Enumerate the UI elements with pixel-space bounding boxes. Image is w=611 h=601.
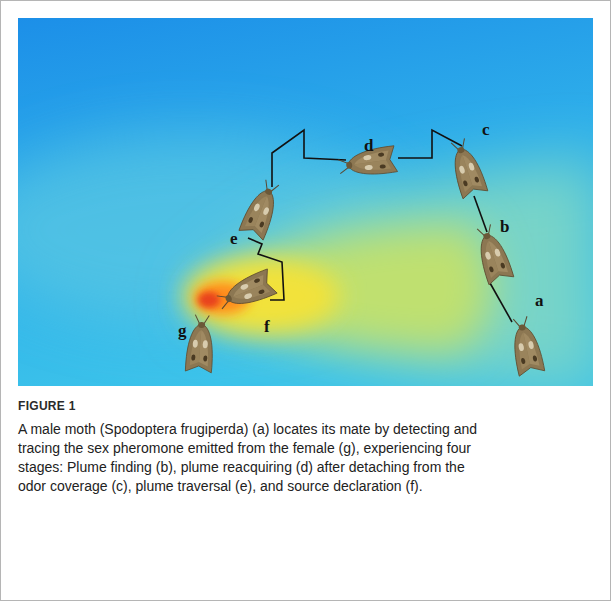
- flight-path: [248, 130, 512, 322]
- callout-letter: a: [535, 292, 544, 309]
- callout-letter: c: [482, 121, 490, 138]
- callout-letter: e: [230, 230, 238, 247]
- callout-letter: b: [500, 218, 509, 235]
- figure-caption: A male moth (Spodoptera frugiperda) (a) …: [18, 420, 480, 496]
- figure-number: FIGURE 1: [18, 399, 76, 413]
- callout-letter: g: [178, 322, 187, 339]
- pheromone-plume: [18, 18, 593, 386]
- moth-icons: [185, 137, 545, 377]
- callout-letter: f: [264, 318, 270, 335]
- callout-letter: d: [364, 137, 373, 154]
